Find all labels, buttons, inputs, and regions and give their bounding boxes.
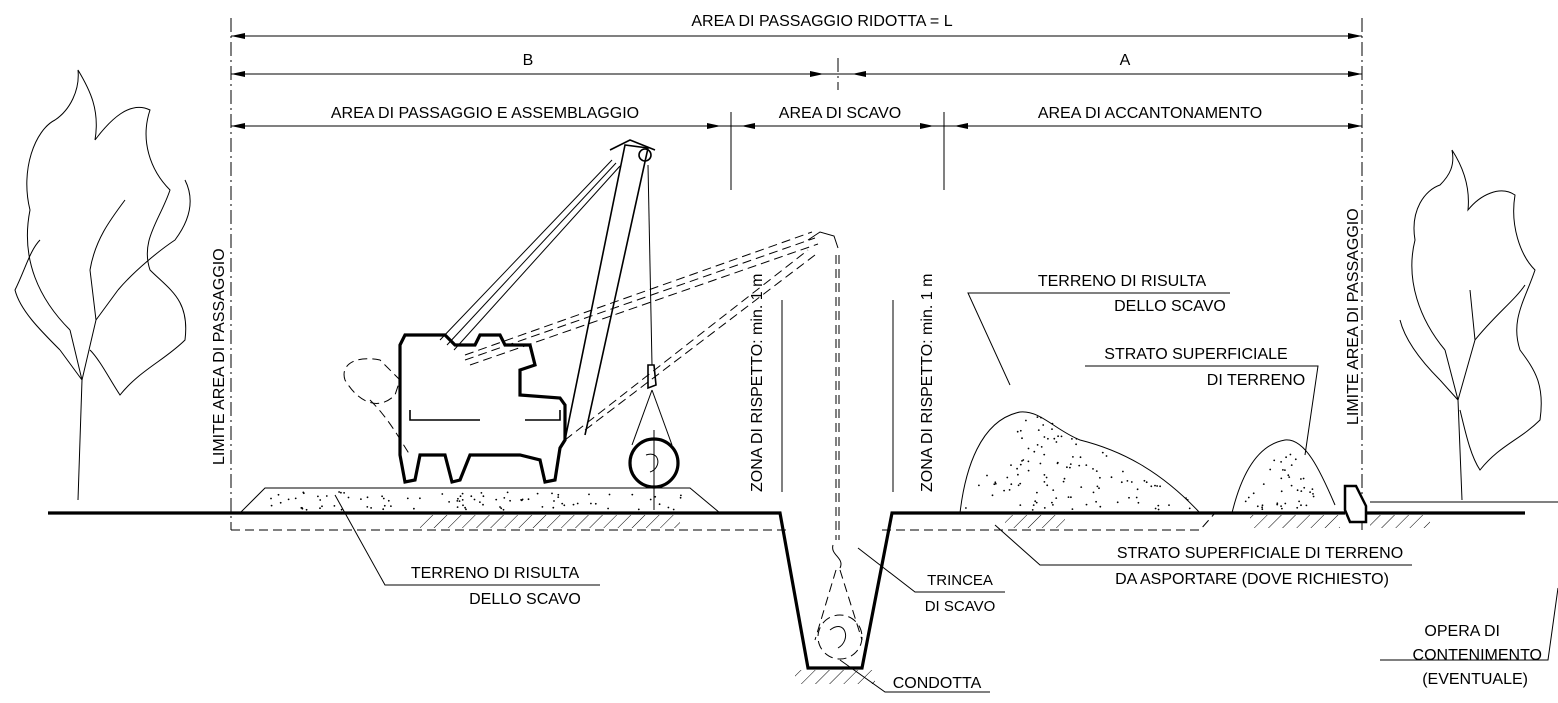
limite-right-label: LIMITE AREA DI PASSAGGIO bbox=[1345, 208, 1362, 425]
soil-stipple bbox=[270, 416, 1315, 511]
area-scavo-label: AREA DI SCAVO bbox=[779, 105, 901, 122]
retaining-wall-icon bbox=[1343, 484, 1368, 524]
terreno-right-line1: TERRENO DI RISULTA bbox=[1038, 273, 1207, 290]
area-accantonamento-label: AREA DI ACCANTONAMENTO bbox=[1038, 105, 1262, 122]
terreno-right-line2: DELLO SCAVO bbox=[1114, 298, 1226, 315]
spoil-heap-large bbox=[959, 411, 1201, 514]
dimension-lines bbox=[230, 18, 1363, 530]
area-passaggio-label: AREA DI PASSAGGIO E ASSEMBLAGGIO bbox=[331, 105, 639, 122]
terreno-left-line1: TERRENO DI RISULTA bbox=[411, 565, 580, 582]
opera-line2: CONTENIMENTO bbox=[1413, 647, 1542, 664]
zona-rispetto-right-label: ZONA DI RISPETTO: min. 1 m bbox=[919, 274, 936, 492]
spoil-berm-left bbox=[238, 487, 722, 514]
strato-sup-line1: STRATO SUPERFICIALE bbox=[1104, 346, 1287, 363]
strato-asp-line1: STRATO SUPERFICIALE DI TERRENO bbox=[1117, 545, 1403, 562]
spoil-heap-small bbox=[1231, 439, 1336, 514]
strato-asp-line2: DA ASPORTARE (DOVE RICHIESTO) bbox=[1115, 571, 1389, 588]
zona-rispetto-left-label: ZONA DI RISPETTO: min. 1 m bbox=[749, 274, 766, 492]
pipelayer-machine-icon bbox=[343, 139, 863, 660]
opera-line1: OPERA DI bbox=[1424, 623, 1500, 640]
callout-leaders bbox=[334, 292, 1558, 693]
tree-left-icon bbox=[14, 69, 191, 501]
terreno-left-line2: DELLO SCAVO bbox=[469, 591, 581, 608]
dimension-a-label: A bbox=[1120, 52, 1131, 69]
limite-left-label: LIMITE AREA DI PASSAGGIO bbox=[211, 248, 228, 465]
opera-line3: (EVENTUALE) bbox=[1422, 671, 1528, 688]
ground-and-trench bbox=[48, 511, 1525, 684]
strato-sup-line2: DI TERRENO bbox=[1207, 372, 1305, 389]
condotta-label: CONDOTTA bbox=[893, 675, 982, 692]
tree-right-icon bbox=[1399, 149, 1542, 501]
trincea-line1: TRINCEA bbox=[927, 572, 993, 589]
dimension-b-label: B bbox=[523, 52, 534, 69]
total-width-label: AREA DI PASSAGGIO RIDOTTA = L bbox=[691, 13, 952, 30]
trincea-line2: DI SCAVO bbox=[925, 598, 996, 615]
